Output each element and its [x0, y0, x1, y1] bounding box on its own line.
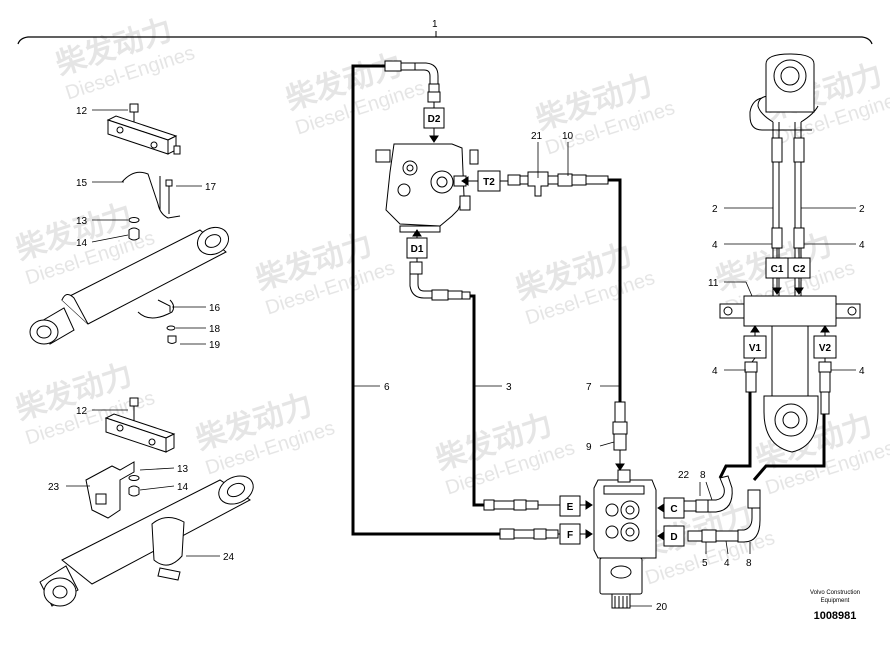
svg-text:D: D: [670, 532, 677, 543]
callout-4: 4: [712, 366, 718, 377]
svg-text:C1: C1: [771, 264, 784, 275]
callout-13: 13: [76, 216, 88, 227]
svg-text:C2: C2: [793, 264, 806, 275]
callout-18: 18: [209, 324, 221, 335]
svg-text:E: E: [567, 502, 574, 513]
callout-9: 9: [586, 442, 592, 453]
lift-cylinder: [719, 53, 861, 453]
port-label-v1: V1: [743, 335, 767, 359]
callout-12: 12: [76, 406, 88, 417]
callout-14: 14: [76, 238, 88, 249]
leader-lines: [66, 109, 856, 607]
callout-8: 8: [746, 558, 752, 569]
callout-15: 15: [76, 178, 88, 189]
callout-8: 8: [700, 470, 706, 481]
port-label-d: D: [663, 525, 685, 547]
callout-10: 10: [562, 131, 574, 142]
port-label-c: C: [663, 497, 685, 519]
callout-3: 3: [506, 382, 512, 393]
port-labels: D2 D1 T2 C1 C2 V1 V2 E: [406, 107, 837, 547]
svg-text:D2: D2: [428, 114, 441, 125]
port-label-c1: C1: [765, 257, 789, 279]
callout-4: 4: [724, 558, 730, 569]
control-valve: [593, 469, 657, 609]
lower-cylinder-assembly: [39, 397, 254, 607]
callout-6: 6: [384, 382, 390, 393]
callout-24: 24: [223, 552, 235, 563]
callout-4: 4: [712, 240, 718, 251]
port-label-d1: D1: [406, 237, 428, 259]
brand-line2: Equipment: [820, 598, 850, 604]
callout-2: 2: [712, 204, 718, 215]
callout-16: 16: [209, 303, 221, 314]
svg-text:T2: T2: [483, 177, 495, 188]
assembly-ref-label: 1: [432, 19, 438, 30]
port-label-e: E: [559, 495, 581, 517]
callout-20: 20: [656, 602, 668, 613]
callout-4: 4: [859, 240, 865, 251]
pilot-valve-block: [375, 143, 479, 233]
flow-arrows: [412, 102, 830, 541]
callout-7: 7: [586, 382, 592, 393]
hose-lines: [351, 64, 826, 536]
callout-14: 14: [177, 482, 189, 493]
document-number: 1008981: [813, 610, 857, 622]
svg-text:V2: V2: [819, 343, 832, 354]
svg-text:C: C: [670, 504, 677, 515]
callout-17: 17: [205, 182, 217, 193]
callout-19: 19: [209, 340, 221, 351]
callout-5: 5: [702, 558, 708, 569]
callout-13: 13: [177, 464, 189, 475]
upper-cylinder-assembly: [29, 103, 230, 345]
svg-text:D1: D1: [411, 244, 424, 255]
fittings: [384, 60, 832, 543]
callout-23: 23: [48, 482, 60, 493]
port-label-d2: D2: [423, 107, 445, 129]
callout-numbers: 12 15 17 13 14 16 18 19 12 13 23 14 24 6…: [48, 106, 865, 613]
brand-line1: Volvo Construction: [809, 590, 861, 596]
port-label-t2: T2: [477, 170, 501, 192]
assembly-reference: 1: [17, 19, 873, 45]
callout-22: 22: [678, 470, 690, 481]
callout-11: 11: [708, 278, 719, 289]
callout-4: 4: [859, 366, 865, 377]
callout-12: 12: [76, 106, 88, 117]
port-label-f: F: [559, 523, 581, 545]
callout-21: 21: [531, 131, 543, 142]
svg-text:F: F: [567, 530, 573, 541]
svg-text:V1: V1: [749, 343, 762, 354]
port-label-v2: V2: [813, 335, 837, 359]
callout-2: 2: [859, 204, 865, 215]
port-label-c2: C2: [787, 257, 811, 279]
